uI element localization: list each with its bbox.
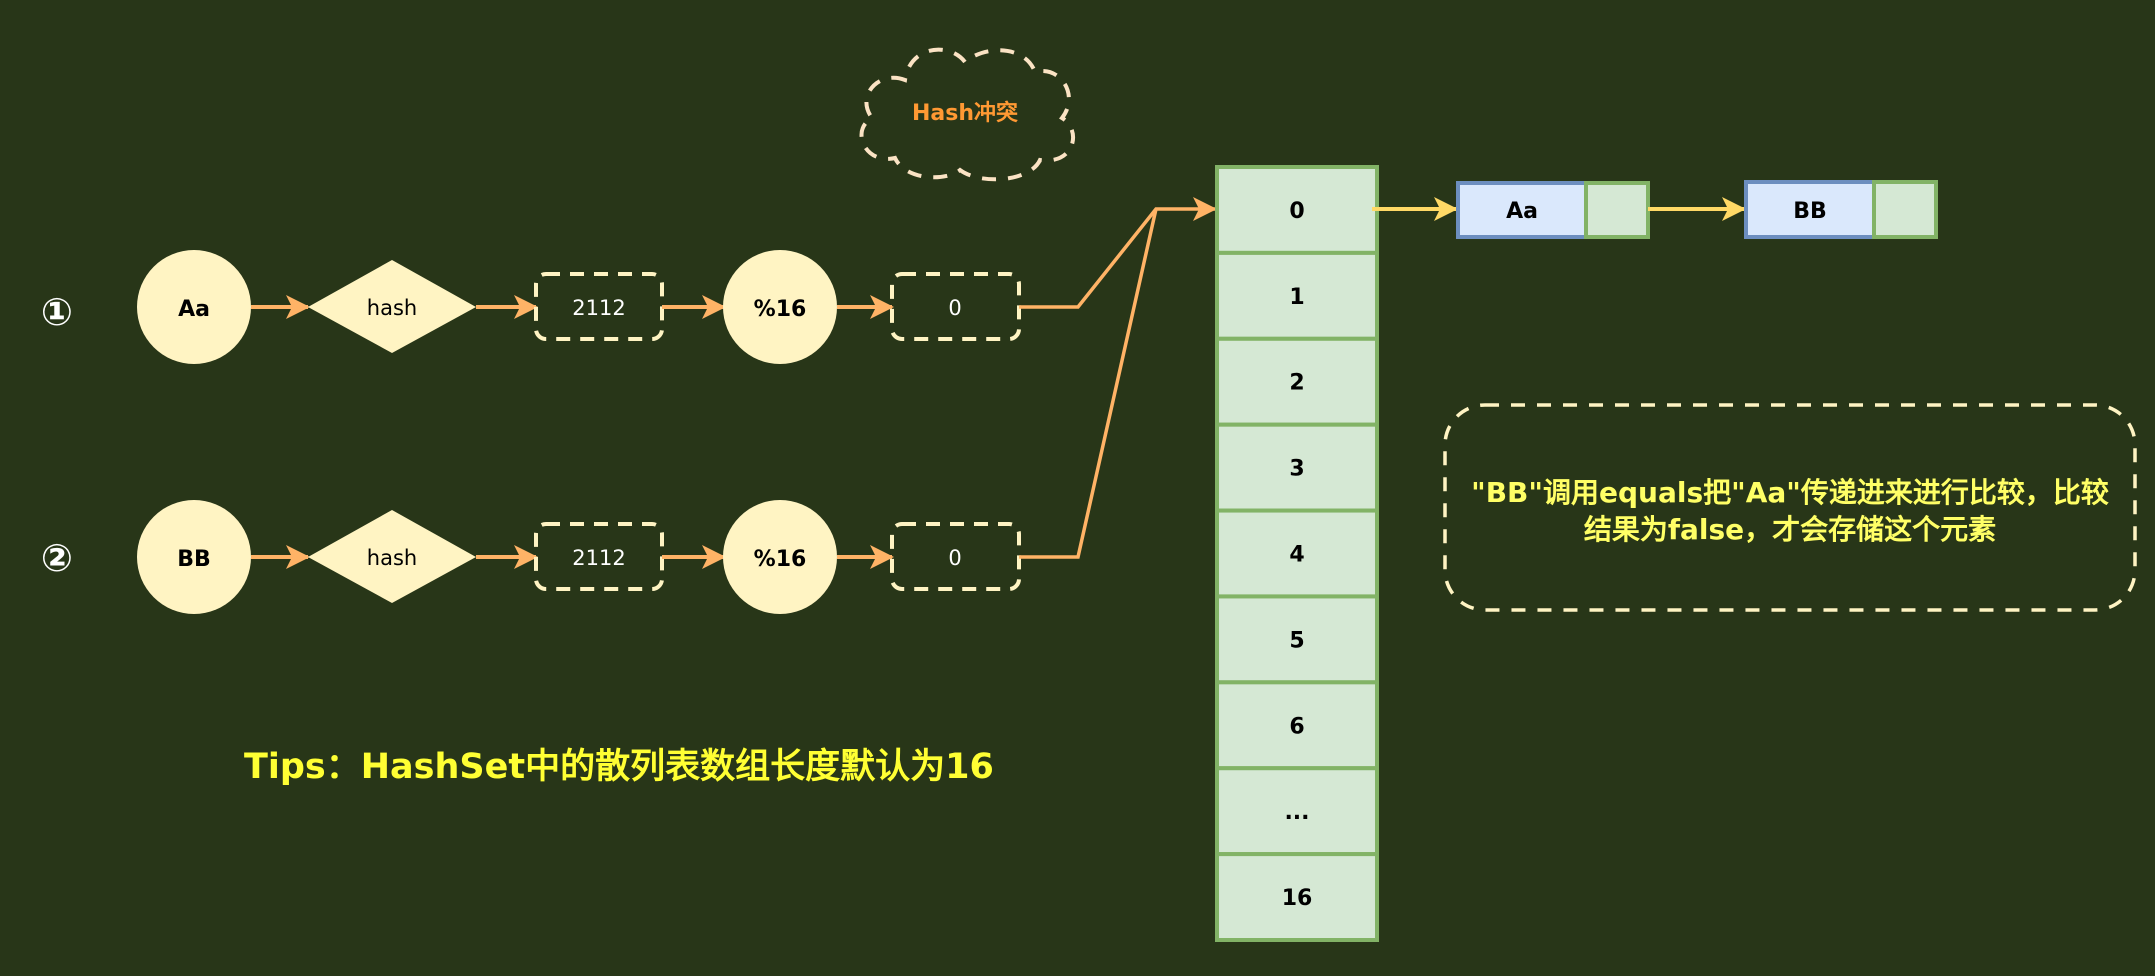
bucket-chain: Aa BB: [1372, 180, 1938, 239]
hash-label-1: hash: [367, 296, 417, 320]
key-node-2: [137, 500, 251, 614]
hash-diamond-1: [308, 260, 476, 353]
note-line-1: "BB"调用equals把"Aa"传递进来进行比较，比较: [1471, 476, 2109, 509]
cloud-shape: [859, 47, 1075, 182]
hash-value-2: 2112: [572, 546, 625, 570]
array-index-label: 16: [1282, 886, 1313, 911]
array-index-label: 6: [1289, 714, 1304, 739]
key-node-1: [137, 250, 251, 364]
mod-label-2: %16: [754, 547, 807, 572]
entry-value-cell: [1744, 180, 1876, 239]
entry-value-label: BB: [1793, 199, 1827, 224]
index-value-1: 0: [948, 296, 961, 320]
array-index-label: 0: [1289, 199, 1304, 224]
tips-text: Tips：HashSet中的散列表数组长度默认为16: [244, 747, 994, 787]
array-cell: ...: [1215, 766, 1379, 857]
mod-label-1: %16: [754, 297, 807, 322]
array-cell: 3: [1215, 422, 1379, 513]
entry-value-label: Aa: [1506, 199, 1538, 224]
note-box: [1443, 403, 2137, 612]
array-cell: 0: [1215, 165, 1379, 255]
array-cell: 4: [1215, 508, 1379, 599]
array-cell-box: [1215, 165, 1379, 255]
row-marker-1: ①: [41, 290, 73, 334]
flow-row-2: ② BB hash 2112 %16 0: [41, 208, 1158, 614]
collision-label: Hash冲突: [912, 100, 1018, 126]
entry-next-pointer-cell: [1584, 181, 1650, 239]
connector-index-to-bucket-2: [1019, 208, 1158, 559]
array-cell-box: [1215, 852, 1379, 942]
note-line-2: 结果为false，才会存储这个元素: [1584, 513, 1996, 546]
array-cell: 2: [1215, 336, 1379, 427]
array-index-label: 2: [1289, 371, 1304, 396]
array-cell: 5: [1215, 594, 1379, 685]
collision-cloud: Hash冲突: [859, 47, 1075, 182]
mod-node-1: [723, 250, 837, 364]
hash-value-1: 2112: [572, 296, 625, 320]
array-cell: 6: [1215, 680, 1379, 771]
array-index-label: 3: [1289, 457, 1304, 482]
connector-index-to-bucket-1: [1019, 197, 1217, 309]
array-index-label: 5: [1289, 628, 1304, 653]
array-cell: 16: [1215, 852, 1379, 942]
array-cell: 1: [1215, 250, 1379, 341]
hash-label-2: hash: [367, 546, 417, 570]
chain-entry-bb: BB: [1744, 180, 1938, 239]
array-index-label: 1: [1289, 285, 1304, 310]
chain-entry-aa: Aa: [1456, 181, 1650, 239]
index-value-2: 0: [948, 546, 961, 570]
key-label-1: Aa: [178, 297, 210, 322]
hash-diamond-2: [308, 510, 476, 603]
key-label-2: BB: [177, 547, 211, 572]
hash-table-array: 0 1 2 3 4 5 6... 16: [1215, 165, 1379, 942]
array-cell-box: [1215, 422, 1379, 513]
equals-note: "BB"调用equals把"Aa"传递进来进行比较，比较 结果为false，才会…: [1443, 403, 2137, 612]
entry-value-cell: [1456, 181, 1588, 239]
mod-node-2: [723, 500, 837, 614]
row-marker-2: ②: [41, 536, 73, 580]
array-index-label: 4: [1289, 543, 1304, 568]
array-cell-box: [1215, 336, 1379, 427]
array-index-label: ...: [1284, 800, 1309, 825]
entry-next-pointer-cell: [1872, 180, 1938, 239]
flow-row-1: ① Aa hash 2112 %16 0: [41, 197, 1217, 364]
